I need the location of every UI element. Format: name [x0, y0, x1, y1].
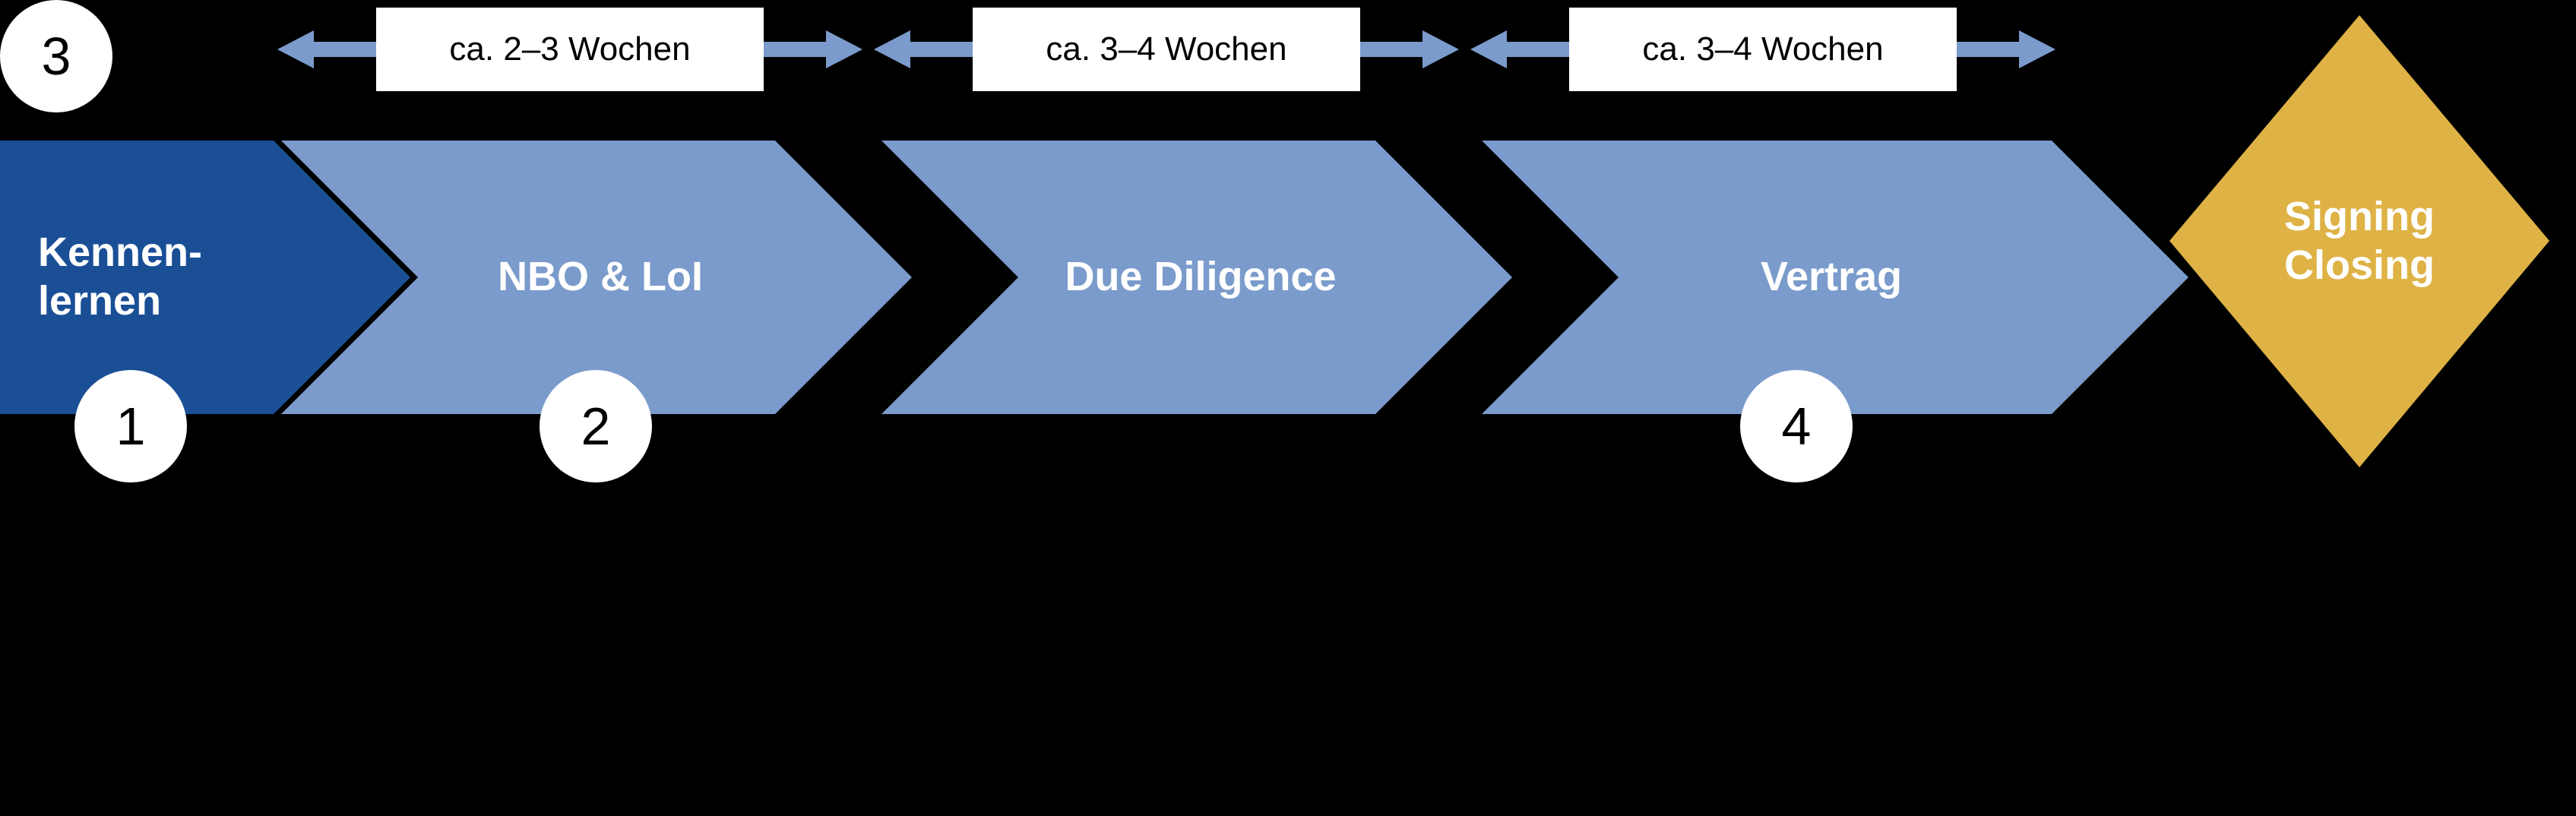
stage-shape-4 [1482, 141, 2188, 414]
stage-due-diligence[interactable]: Due Diligence [881, 141, 1512, 414]
duration-label-text-1: ca. 2–3 Wochen [449, 30, 691, 68]
step-badge-number-3: 3 [41, 27, 71, 86]
step-badge-4[interactable]: 4 [1740, 370, 1853, 482]
arrow-left-icon [277, 30, 376, 68]
duration-label-box-2: ca. 3–4 Wochen [973, 8, 1360, 91]
duration-label-text-3: ca. 3–4 Wochen [1642, 30, 1884, 68]
arrow-right-icon [764, 30, 862, 68]
milestone-shape [2169, 15, 2549, 467]
arrow-left-icon [1470, 30, 1569, 68]
duration-label-box-1: ca. 2–3 Wochen [376, 8, 764, 91]
step-badge-number-1: 1 [116, 397, 146, 456]
step-badge-3[interactable]: 3 [0, 0, 112, 112]
stage-vertrag[interactable]: Vertrag [1482, 141, 2188, 414]
arrow-right-icon [1957, 30, 2055, 68]
stage-shape-2 [281, 141, 912, 414]
step-badge-number-4: 4 [1781, 397, 1812, 456]
duration-arrows-1 [277, 30, 862, 68]
arrow-right-icon [1360, 30, 1459, 68]
stage-shape-3 [881, 141, 1512, 414]
step-badge-1[interactable]: 1 [74, 370, 187, 482]
step-badge-number-2: 2 [581, 397, 611, 456]
duration-arrows-3 [1470, 30, 2055, 68]
step-badge-2[interactable]: 2 [540, 370, 652, 482]
milestone-signing-closing[interactable]: Signing Closing [2169, 15, 2549, 467]
duration-arrows-2 [874, 30, 1459, 68]
arrow-left-icon [874, 30, 973, 68]
duration-group-2: ca. 3–4 Wochen [866, 8, 1467, 91]
duration-group-3: ca. 3–4 Wochen [1463, 8, 2063, 91]
duration-group-1: ca. 2–3 Wochen [270, 8, 870, 91]
duration-label-box-3: ca. 3–4 Wochen [1569, 8, 1957, 91]
stage-shape-1 [0, 141, 410, 414]
duration-label-text-2: ca. 3–4 Wochen [1046, 30, 1287, 68]
